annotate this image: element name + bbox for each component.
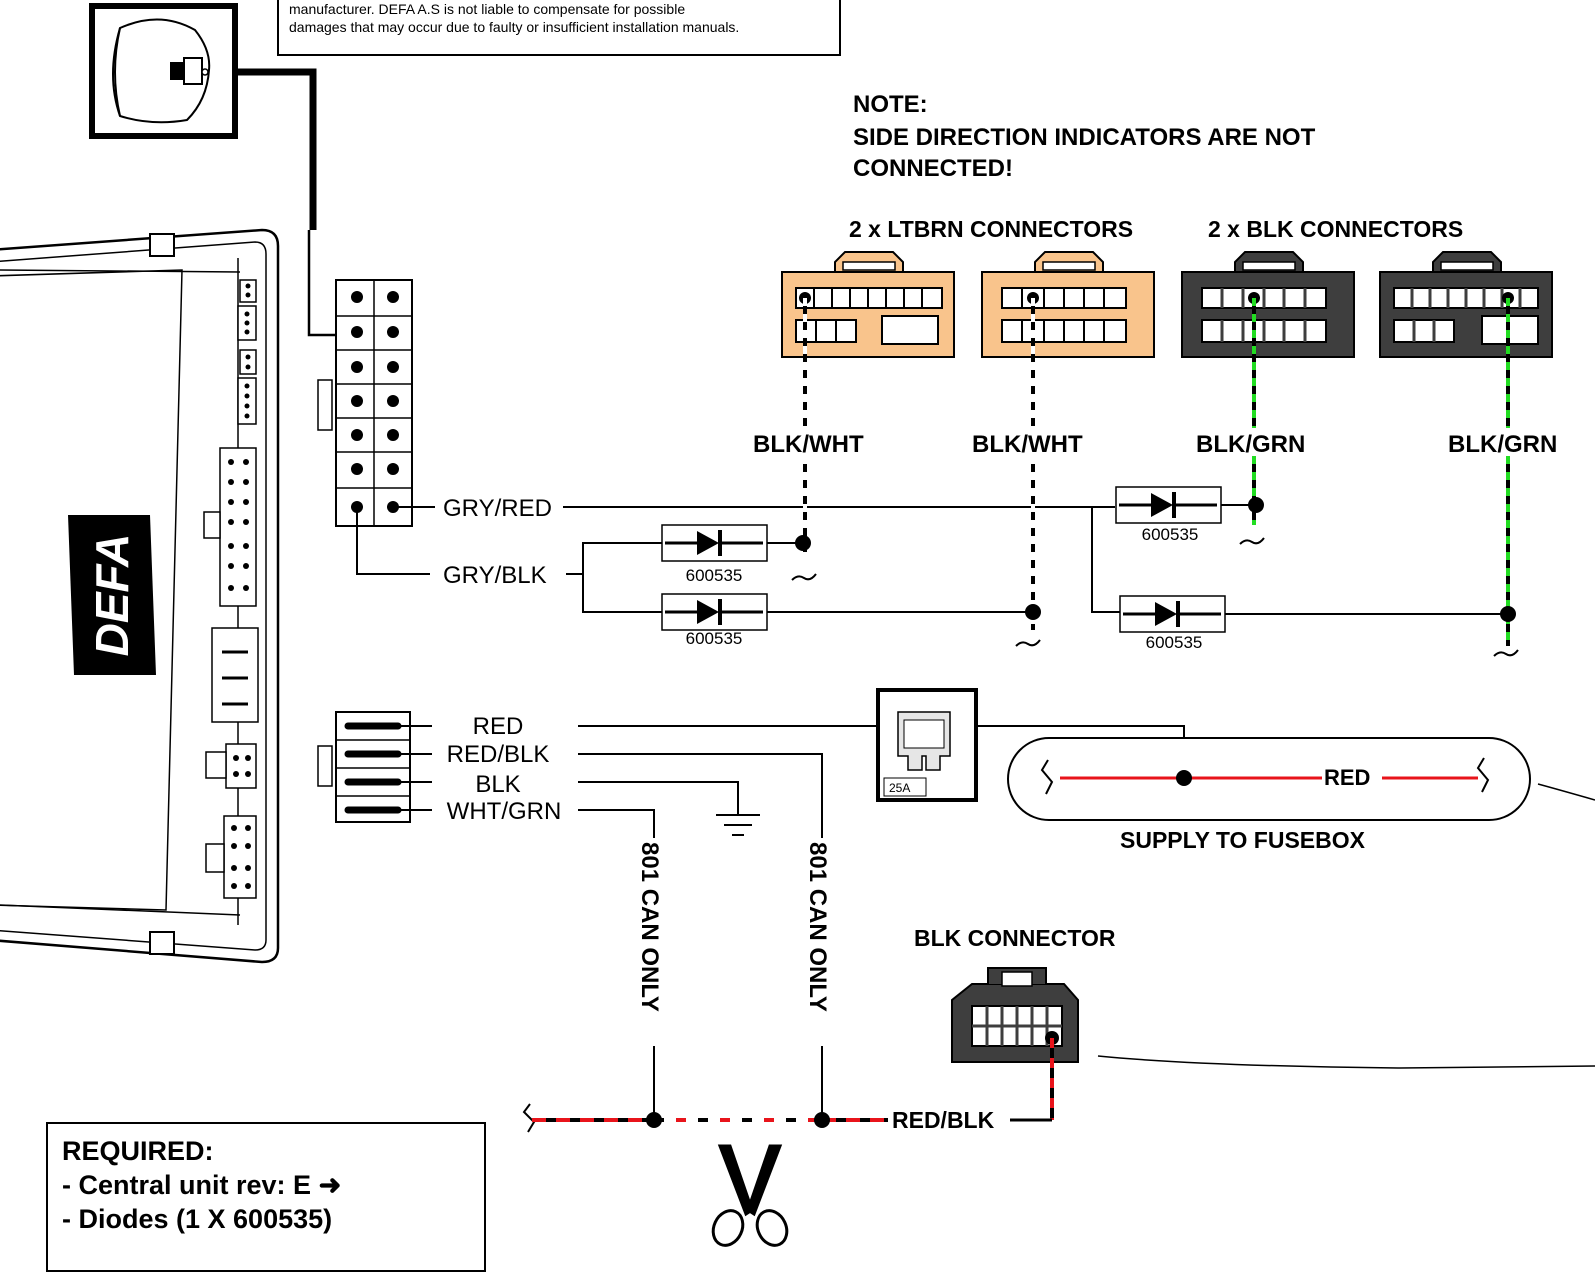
note-line-3: CONNECTED! [853,155,1013,182]
supply-label: SUPPLY TO FUSEBOX [1120,827,1366,853]
blk-connector-1 [1181,251,1355,358]
blk-connectors-title: 2 x BLK CONNECTORS [1208,216,1463,242]
diode-1-label: 600535 [686,566,743,585]
ltbrn-connector-1 [781,251,955,358]
wire-label-gry-red: GRY/RED [443,495,552,522]
arrow-right-icon: ➜ [318,1170,342,1200]
wire-label-red: RED [473,713,524,740]
required-item-1-text: - Central unit rev: E [62,1170,312,1200]
main-connector [317,279,413,527]
disclaimer-line-1: manufacturer. DEFA A.S is not liable to … [289,1,686,17]
supply-wire-label: RED [1324,765,1370,790]
required-title: REQUIRED: [62,1136,214,1166]
wire-label-blk-grn-2: BLK/GRN [1448,431,1557,458]
ground-icon [716,814,760,836]
defa-logo: DEFA [68,515,156,675]
wire-label-blk: BLK [475,771,520,798]
diode-4-label: 600535 [1146,633,1203,652]
disclaimer-line-2: damages that may occur due to faulty or … [289,19,740,35]
required-item-1: - Central unit rev: E ➜ [62,1168,484,1202]
defa-logo-text: DEFA [86,534,138,657]
blk-connector-title: BLK CONNECTOR [914,925,1116,951]
sensor-box [89,3,238,139]
supply-harness: RED [1007,737,1531,821]
required-box: REQUIRED: - Central unit rev: E ➜ - Diod… [46,1122,486,1272]
diode-4: 600535 [1119,595,1226,652]
required-item-2: - Diodes (1 X 600535) [62,1204,333,1234]
scissors-icon [711,1144,789,1247]
wire-label-blk-grn-1: BLK/GRN [1196,431,1305,458]
wire-label-red-blk: RED/BLK [447,741,550,768]
single-blk-connector [951,967,1079,1063]
note-line-2: SIDE DIRECTION INDICATORS ARE NOT [853,124,1316,151]
ltbrn-connector-2 [981,251,1155,358]
diode-1: 600535 [661,524,768,585]
wire-label-wht-grn: WHT/GRN [447,798,562,825]
diode-2-label: 600535 [686,629,743,648]
disclaimer-box: manufacturer. DEFA A.S is not liable to … [277,0,841,56]
wire-label-red-blk-bottom: RED/BLK [892,1107,995,1133]
blk-connector-2 [1379,251,1553,358]
diode-3: 600535 [1115,486,1222,544]
note-title: NOTE: [853,91,928,118]
can-note-right: 801 CAN ONLY [804,842,831,1012]
ltbrn-connectors-title: 2 x LTBRN CONNECTORS [849,216,1133,242]
central-unit: DEFA [0,228,280,964]
fuse-rating: 25A [889,781,910,795]
wire-label-gry-blk: GRY/BLK [443,562,547,589]
power-connector [317,711,411,823]
fuse: 25A [876,688,978,802]
wire-label-blk-wht-1: BLK/WHT [753,431,864,458]
diode-2: 600535 [661,593,768,648]
diode-3-label: 600535 [1142,525,1199,544]
wire-label-blk-wht-2: BLK/WHT [972,431,1083,458]
can-note-left: 801 CAN ONLY [636,842,663,1012]
